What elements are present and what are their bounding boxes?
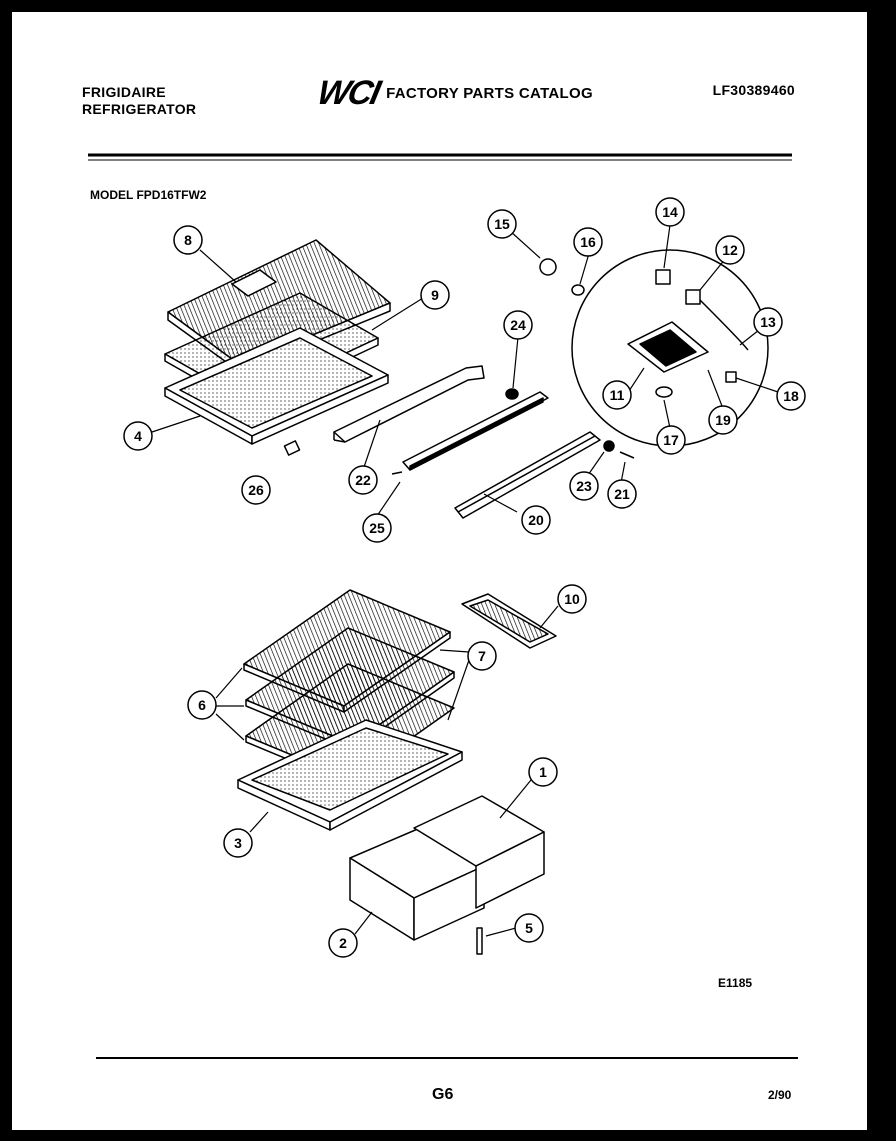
callout-9: 9: [420, 280, 450, 310]
callout-8: 8: [173, 225, 203, 255]
callout-21: 21: [607, 479, 637, 509]
page-code: G6: [432, 1086, 454, 1103]
callout-7: 7: [467, 641, 497, 671]
callout-17-label: 17: [663, 432, 679, 448]
callout-15: 15: [487, 209, 517, 239]
drawer-divider: [476, 927, 483, 955]
light-housing: [627, 321, 709, 373]
callout-24: 24: [503, 310, 533, 340]
ice-tray: [461, 593, 557, 649]
model-number: MODEL FPD16TFW2: [90, 188, 207, 202]
brand-name: FRIGIDAIRE: [82, 84, 166, 100]
callout-12-label: 12: [722, 242, 738, 258]
shelf-frame: [164, 327, 389, 445]
callout-23: 23: [569, 471, 599, 501]
callout-25: 25: [362, 513, 392, 543]
callout-6: 6: [187, 690, 217, 720]
callout-5-label: 5: [525, 920, 533, 936]
callout-6-label: 6: [198, 697, 206, 713]
callout-13-label: 13: [760, 314, 776, 330]
callout-5: 5: [514, 913, 544, 943]
callout-7-label: 7: [478, 648, 486, 664]
callout-13: 13: [753, 307, 783, 337]
diagram-code: E1185: [718, 976, 753, 990]
callout-18: 18: [776, 381, 806, 411]
switch: [655, 269, 671, 285]
callout-25-label: 25: [369, 520, 385, 536]
callout-23-label: 23: [576, 478, 592, 494]
callout-4: 4: [123, 421, 153, 451]
callout-1-label: 1: [539, 764, 547, 780]
callout-18-label: 18: [783, 388, 799, 404]
callout-12: 12: [715, 235, 745, 265]
revision-date: 2/90: [768, 1088, 792, 1102]
wire-harness: [699, 299, 749, 351]
callout-19-label: 19: [715, 412, 731, 428]
callout-8-label: 8: [184, 232, 192, 248]
crisper-drawer-right: [413, 795, 545, 909]
callout-22: 22: [348, 465, 378, 495]
callout-16: 16: [573, 227, 603, 257]
callout-19: 19: [708, 405, 738, 435]
part-number: LF30389460: [712, 82, 795, 98]
callout-15-label: 15: [494, 216, 510, 232]
bulb-socket: [571, 284, 585, 296]
clip-18: [725, 371, 737, 383]
screw: [391, 471, 403, 475]
callout-3-label: 3: [234, 835, 242, 851]
lower-rail: [454, 431, 601, 519]
catalog-title-block: WCI FACTORY PARTS CATALOG: [314, 74, 593, 113]
light-bulb: [539, 258, 557, 276]
callout-1: 1: [528, 757, 558, 787]
brand-block: FRIGIDAIRE REFRIGERATOR: [82, 84, 196, 118]
callout-3: 3: [223, 828, 253, 858]
mounting-rail: [402, 391, 549, 471]
knob: [655, 386, 673, 398]
callout-16-label: 16: [580, 234, 596, 250]
clip-part: [283, 440, 301, 456]
callout-26: 26: [241, 475, 271, 505]
callout-11: 11: [602, 380, 632, 410]
crisper-drawer-left: [349, 827, 485, 941]
callout-4-label: 4: [134, 428, 142, 444]
callout-24-label: 24: [510, 317, 526, 333]
product-type: REFRIGERATOR: [82, 101, 197, 117]
callout-2-label: 2: [339, 935, 347, 951]
callout-14: 14: [655, 197, 685, 227]
callout-11-label: 11: [610, 387, 625, 403]
callout-20-label: 20: [528, 512, 544, 528]
callout-17: 17: [656, 425, 686, 455]
callout-20: 20: [521, 505, 551, 535]
catalog-sheet: FRIGIDAIRE REFRIGERATOR WCI FACTORY PART…: [12, 12, 867, 1130]
callout-21-label: 21: [614, 486, 630, 502]
callout-22-label: 22: [355, 472, 371, 488]
callout-10: 10: [557, 584, 587, 614]
callout-2: 2: [328, 928, 358, 958]
callout-9-label: 9: [431, 287, 439, 303]
nut: [603, 440, 615, 452]
crisper-cover: [237, 719, 463, 831]
socket: [685, 289, 701, 305]
callout-26-label: 26: [248, 482, 264, 498]
screw-21: [619, 451, 635, 459]
callout-10-label: 10: [564, 591, 580, 607]
grommet: [505, 388, 519, 400]
callout-14-label: 14: [662, 204, 678, 220]
catalog-title: FACTORY PARTS CATALOG: [386, 85, 593, 102]
support-bracket: [333, 365, 485, 443]
